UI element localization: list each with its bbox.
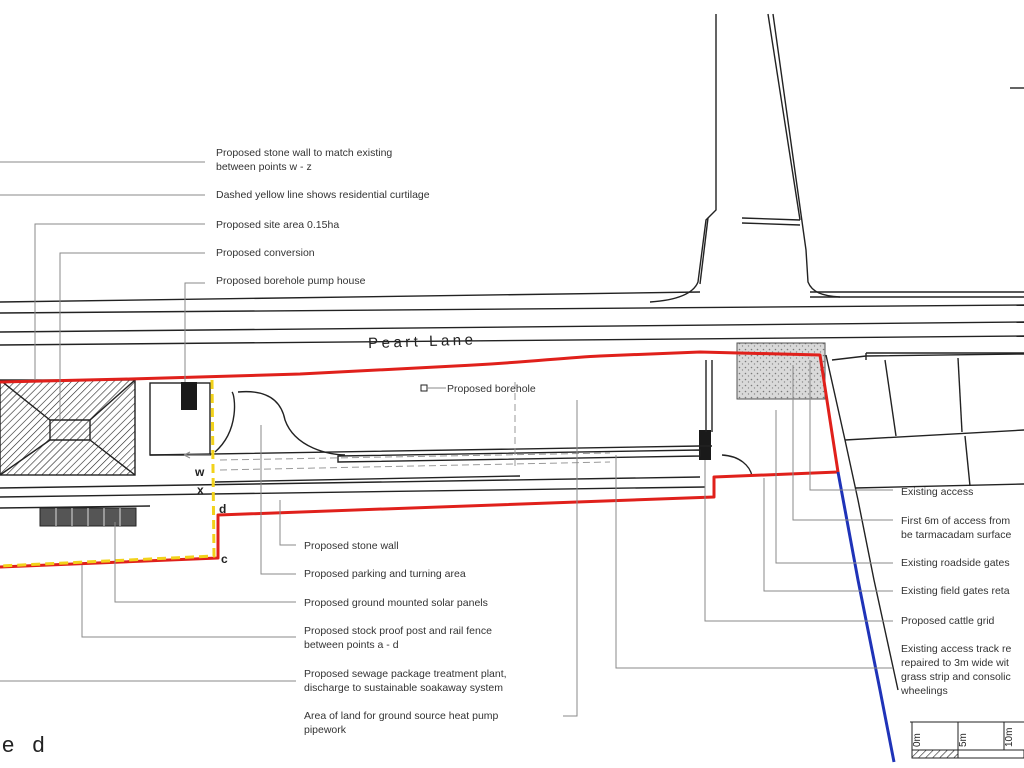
heat-pump-pipework [219,382,611,471]
label-stone-wall-points: between points w - z [216,161,312,173]
label-fence-points: between points a - d [304,639,399,651]
title-fragment: e d [2,732,51,757]
residential-curtilage-yellow [0,379,216,568]
label-first-6m: First 6m of access from [901,515,1010,527]
leader-lines-right [615,360,893,669]
point-w: w [194,465,205,479]
courtyard-outline [149,382,211,456]
label-heat-pump: Area of land for ground source heat pump [304,710,499,722]
label-existing-access: Existing access [901,486,973,498]
label-pipework: pipework [304,724,347,736]
leader-lines-bottom [0,400,578,717]
scale-bar: 0m 5m 10m [910,721,1024,759]
label-parking: Proposed parking and turning area [304,568,466,580]
point-x: x [197,483,204,497]
label-conversion: Proposed conversion [216,247,315,259]
pump-house [181,382,197,410]
label-soakaway: discharge to sustainable soakaway system [304,682,503,694]
road-name-label: Peart Lane [368,331,477,352]
site-boundary-red [0,350,840,569]
point-d: d [219,502,226,516]
borehole-label: Proposed borehole [447,383,536,395]
leader-lines-top [0,161,205,420]
label-tarmacadam: be tarmacadam surface [901,529,1011,541]
label-solar: Proposed ground mounted solar panels [304,597,488,609]
label-wheelings: wheelings [900,685,948,697]
label-sewage: Proposed sewage package treatment plant, [304,668,507,680]
label-field-gates: Existing field gates reta [901,585,1010,597]
adjacent-field-boundaries [825,352,1024,691]
borehole-marker [420,384,428,392]
building-conversion [0,379,136,476]
label-fence: Proposed stock proof post and rail fence [304,625,492,637]
scale-label-10: 10m [1004,728,1015,747]
scale-label-5: 5m [958,733,969,747]
existing-access [736,342,826,400]
solar-panels [39,507,137,527]
north-road [649,13,841,303]
access-track-blue [836,471,896,763]
label-grass-strip: grass strip and consolic [901,671,1011,683]
peart-lane-road [0,291,1024,346]
label-stone-wall: Proposed stone wall [304,540,399,552]
scale-label-0: 0m [912,733,923,747]
label-repaired: repaired to 3m wide wit [901,657,1009,669]
parking-turning-area [0,360,753,509]
label-site-area: Proposed site area 0.15ha [216,219,339,231]
label-cattle-grid: Proposed cattle grid [901,615,995,627]
label-pump-house: Proposed borehole pump house [216,275,366,287]
label-curtilage: Dashed yellow line shows residential cur… [216,189,430,201]
point-c: c [221,552,228,566]
label-access-track: Existing access track re [901,643,1011,655]
access-gate-post [699,430,711,460]
label-stone-wall-match: Proposed stone wall to match existing [216,147,392,159]
stone-wall [214,449,701,483]
label-roadside-gates: Existing roadside gates [901,557,1010,569]
